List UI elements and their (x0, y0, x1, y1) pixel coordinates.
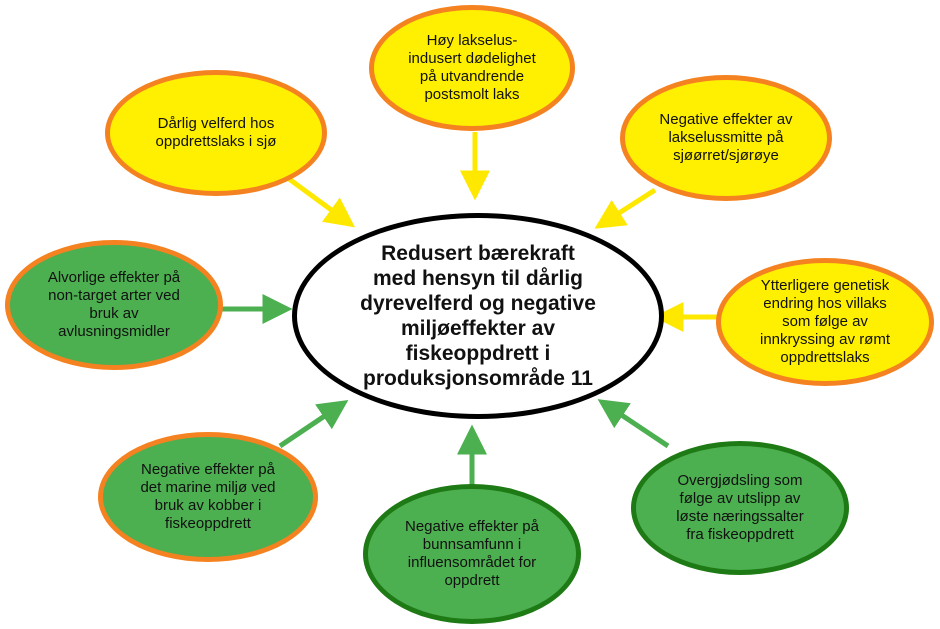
node-text: Dårlig velferd hos oppdrettslaks i sjø (155, 115, 277, 150)
node-overgjodsling: Overgjødsling som følge av utslipp av lø… (631, 441, 849, 575)
node-darlig-velferd: Dårlig velferd hos oppdrettslaks i sjø (105, 70, 327, 196)
node-text: Alvorlige effekter på non-target arter v… (47, 269, 181, 340)
node-text: Overgjødsling som følge av utslipp av lø… (676, 472, 804, 543)
node-text: Negative effekter på det marine miljø ve… (140, 461, 276, 532)
center-node-text: Redusert bærekraft med hensyn til dårlig… (360, 242, 596, 390)
node-genetisk-endring: Ytterligere genetisk endring hos villaks… (716, 258, 934, 386)
node-lakselus-dodelighet: Høy lakselus- indusert dødelighet på utv… (369, 5, 575, 131)
node-bunnsamfunn: Negative effekter på bunnsamfunn i influ… (363, 484, 581, 624)
arrow-n6-to-center (278, 400, 349, 449)
node-text: Negative effekter av lakselussmitte på s… (659, 111, 793, 164)
node-kobber-marine-miljo: Negative effekter på det marine miljø ve… (98, 432, 318, 562)
arrow-n3-to-center (594, 187, 657, 229)
node-lakselussmitte-sjoorret: Negative effekter av lakselussmitte på s… (620, 75, 832, 201)
node-text: Negative effekter på bunnsamfunn i influ… (405, 518, 539, 589)
center-node: Redusert bærekraft med hensyn til dårlig… (292, 213, 664, 419)
node-text: Høy lakselus- indusert dødelighet på utv… (408, 32, 536, 103)
node-text: Ytterligere genetisk endring hos villaks… (759, 277, 891, 366)
arrow-n8-to-center (597, 399, 670, 449)
arrow-n2-to-center (283, 173, 356, 228)
node-non-target-arter: Alvorlige effekter på non-target arter v… (5, 240, 223, 370)
